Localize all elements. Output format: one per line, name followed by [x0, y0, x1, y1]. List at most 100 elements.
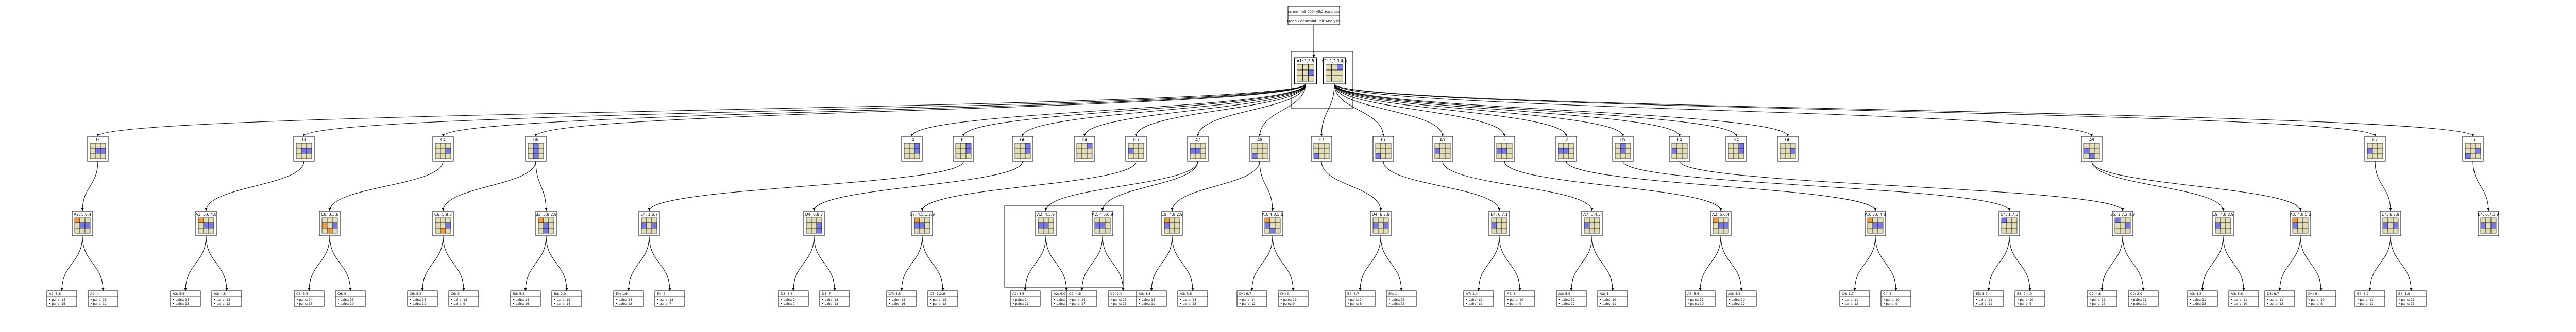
leaf-title: A2: 5,6 [49, 292, 61, 296]
node-label: F4 [909, 137, 914, 142]
empty-cell [2120, 222, 2126, 229]
empty-cell [1445, 148, 1451, 154]
leaf-pairs-line: • pairs: 8 [1347, 302, 1362, 306]
edge-arrowhead [2008, 208, 2011, 211]
edge-level1-to-level2 [97, 83, 1306, 137]
empty-cell [543, 217, 549, 223]
empty-cell [909, 143, 915, 149]
candidate-cell-blue [1496, 148, 1502, 154]
empty-cell [1713, 222, 1719, 229]
edge-level1-to-level2 [1334, 83, 1384, 137]
empty-cell [1496, 153, 1502, 159]
edge-level3-to-leaf [2202, 235, 2224, 291]
level3-node: C7: 4,5,1,2,9 [910, 211, 935, 236]
node-label: C9: 4,8,2,9 [1161, 212, 1182, 217]
leaf-frame [170, 290, 201, 307]
leaf-node: A3: 5,6• pairs: 14• pairs: 13 [170, 290, 201, 307]
leaf-node: C6: 3• pairs: 13• pairs: 9 [448, 290, 479, 307]
edge-level3-to-leaf [2009, 235, 2030, 291]
empty-cell [2225, 228, 2231, 234]
level2-node: G4 [1725, 136, 1747, 162]
empty-cell [1723, 228, 1729, 234]
leaf-pairs-line: • pairs: 9 [2017, 302, 2031, 306]
edge-arrowhead [205, 208, 208, 211]
edge-arrowhead [1477, 288, 1480, 291]
empty-cell [2225, 222, 2231, 229]
edge-level2-to-level3 [1045, 161, 1198, 212]
empty-cell [1169, 228, 1175, 234]
leaf-pairs-line: • pairs: 13 [214, 298, 230, 302]
empty-cell [1195, 153, 1201, 159]
edge-arrowhead [1250, 288, 1253, 291]
leaf-node: C9: 2,9• pairs: 11• pairs: 12 [2128, 290, 2159, 307]
candidate-cell-blue [2292, 222, 2298, 229]
level2-node: D7 [2364, 136, 2386, 162]
edge-arrowhead [1196, 134, 1199, 136]
leaf-pairs-line: • pairs: 13 [90, 298, 107, 302]
empty-cell [2006, 217, 2012, 223]
edge-arrowhead [328, 208, 331, 211]
edge-level1-to-level2 [1334, 83, 2376, 137]
empty-cell [2393, 228, 2399, 234]
empty-cell [2220, 217, 2226, 223]
empty-cell [1269, 222, 1276, 229]
leaf-pairs-line: • pairs: 17 [1069, 302, 1086, 306]
empty-cell [2006, 228, 2012, 234]
node-label: D7 [2372, 137, 2378, 142]
empty-cell [440, 217, 446, 223]
edge-arrowhead [2201, 288, 2204, 291]
node-label: C7: 4,5,1,2,9 [910, 212, 935, 217]
level3-node: A3: 4,8,5,6 [2290, 211, 2311, 236]
leaf-node: C9: 4,8• pairs: 14• pairs: 17 [1066, 290, 1097, 307]
leaf-frame [2354, 290, 2385, 307]
level2-node: A7 [1187, 136, 1209, 162]
empty-cell [198, 228, 204, 234]
edge-level3-to-leaf [443, 235, 464, 291]
level3-node: A3: 5,6,4,8 [1865, 211, 1886, 236]
leaf-title: C6: 5,8 [410, 292, 421, 296]
edge-arrowhead [1171, 208, 1174, 211]
level2-node: A9 [2081, 136, 2103, 162]
leaf-node: D4: 6,8• pairs: 14• pairs: 7 [778, 290, 809, 307]
node-label: E5: 1,7,2,4,9 [2110, 212, 2135, 217]
empty-cell [1563, 143, 1569, 149]
edge-level1-to-level2 [1084, 83, 1306, 137]
level2-node: G6 [1777, 136, 1799, 162]
edge-arrowhead [1080, 288, 1083, 291]
empty-cell [1439, 153, 1446, 159]
empty-cell [2220, 228, 2226, 234]
leaf-frame [613, 290, 644, 307]
candidate-cell-blue [1269, 228, 1276, 234]
edge-arrowhead [1021, 134, 1024, 136]
node-label: D4: 6,7,9 [1372, 212, 1390, 217]
empty-cell [1615, 148, 1621, 154]
empty-cell [1331, 75, 1337, 82]
empty-cell [95, 143, 101, 149]
empty-cell [1584, 228, 1590, 234]
leaf-title: D4: 9 [2308, 292, 2317, 296]
leaf-pairs-line: • pairs: 13 [2398, 302, 2415, 306]
empty-cell [1501, 217, 1507, 223]
candidate-cell-blue [1584, 222, 1590, 229]
node-label: I3 [302, 137, 306, 142]
level2-node: I1 [1494, 136, 1515, 162]
empty-cell [1133, 143, 1139, 149]
empty-cell [1785, 143, 1791, 149]
node-label: C4 [440, 137, 446, 142]
leaf-pairs-line: • pairs: 14 [410, 298, 426, 302]
node-label: E4: 1,6,7 [640, 212, 658, 217]
leaf-frame [2228, 290, 2259, 307]
edge-arrowhead [2319, 288, 2323, 291]
candidate-cell-orange [2292, 217, 2298, 223]
leaf-pairs-line: • pairs: 14 [173, 298, 189, 302]
edge-level1-to-level2 [1259, 83, 1306, 137]
candidate-cell-blue [1738, 143, 1744, 149]
leaf-pairs-line: • pairs: 13 [822, 298, 838, 302]
level2-node: E5 [953, 136, 974, 162]
edge-level3-to-leaf [2223, 235, 2244, 291]
candidate-cell-blue [1038, 222, 1044, 229]
leaf-title: A3: 4,8 [2190, 292, 2201, 296]
candidate-cell-blue [1099, 222, 1106, 229]
candidate-cell-blue [1308, 69, 1314, 76]
edge-level2-to-level3 [2472, 161, 2489, 212]
